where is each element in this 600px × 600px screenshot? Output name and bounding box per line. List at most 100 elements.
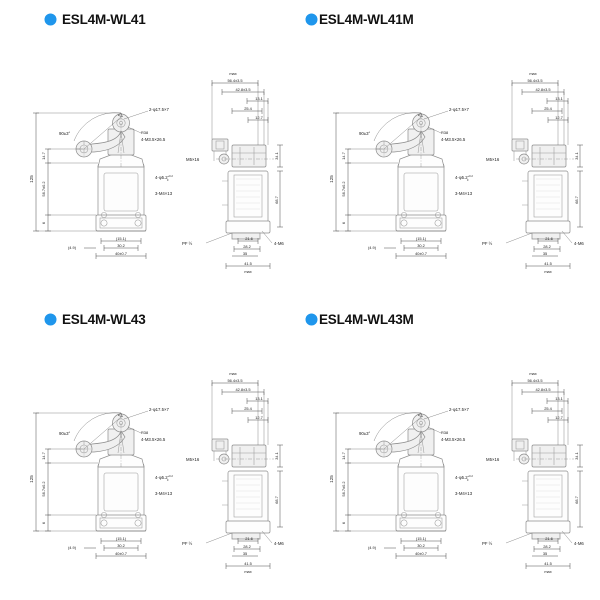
side-view-dimensions: max 56.4±3.5 42.8±3.5 13.1 25.4 12.7 xyxy=(486,71,583,168)
section-hatch xyxy=(236,478,260,510)
dim-width: 40±0.7 xyxy=(115,551,127,556)
dim-hole-pitch: 30.2 xyxy=(117,243,125,248)
dim-base-inner: (15.1) xyxy=(116,536,127,541)
bullet-icon xyxy=(45,14,56,25)
dim-mount-height: 58.7±0.2 xyxy=(41,181,46,196)
dim-conduit-2: 28.2 xyxy=(543,544,551,549)
callout-conduit: PF ½ xyxy=(482,241,493,246)
dim-mount-height: 58.7±0.2 xyxy=(341,181,346,196)
dim-conduit-2: 28.2 xyxy=(543,244,551,249)
dim-hole-pitch: 30.2 xyxy=(117,543,125,548)
dim-conduit-1: 21.6 xyxy=(545,536,553,541)
dim-overall-height: 125 xyxy=(29,175,34,183)
side-view-bottom-dimensions: 68.7 PF ½ 21.6 28.2 35 41.5 max 4-M6 xyxy=(182,470,284,574)
dim-mount-height: 58.7±0.2 xyxy=(341,481,346,496)
callout-base-screws: 4-M6 xyxy=(574,241,584,246)
page-title: ESL4M-WL41 xyxy=(62,12,146,27)
dim-conduit-3: 35 xyxy=(543,251,547,256)
front-view: 90±3° xyxy=(359,112,447,232)
dim-lever-max: 56.4±3.5 xyxy=(527,78,542,83)
side-view-bottom-dimensions: 68.7 PF ½ 21.6 28.2 35 41.5 max 4-M6 xyxy=(482,470,584,574)
dim-lever-mid: 42.8±3.5 xyxy=(535,387,550,392)
callout-radius: R38 xyxy=(141,430,148,435)
dim-base-inner: (15.1) xyxy=(416,536,427,541)
dim-base-width: 41.5 xyxy=(544,261,552,266)
label-max-bottom: max xyxy=(544,269,551,274)
dim-left-offset: (4.9) xyxy=(368,245,377,250)
side-view-lower xyxy=(222,170,271,240)
dim-base-width: 41.5 xyxy=(544,561,552,566)
product-panel-wl41: ESL4M-WL41 xyxy=(0,0,300,300)
front-view: 90±3° xyxy=(359,412,447,532)
dim-conduit-2: 28.2 xyxy=(243,544,251,549)
dim-d1: 13.1 xyxy=(555,96,563,101)
section-hatch xyxy=(536,178,560,210)
page-title: ESL4M-WL43M xyxy=(319,312,414,327)
callout-cover-screws: 3-M4×13 xyxy=(455,191,473,196)
dim-lever-height: 14.7 xyxy=(341,152,346,160)
angle-label: 90±3° xyxy=(359,131,371,136)
dim-base-height: 6 xyxy=(341,522,346,524)
callout-conduit: PF ½ xyxy=(182,541,193,546)
dim-lever-height: 14.7 xyxy=(341,452,346,460)
dim-lever-mid: 42.8±3.5 xyxy=(235,87,250,92)
callout-roller-holes: 2-φ17.5×7 xyxy=(449,107,469,112)
angle-label: 90±3° xyxy=(59,431,71,436)
label-max-top: max xyxy=(229,371,236,376)
dimension-drawing: 90±3° 125 14.7 58.7±0.2 6 xyxy=(0,55,300,295)
side-view-lower xyxy=(522,470,571,540)
side-view-upper xyxy=(211,438,274,468)
drawing-svg: 90±3° 125 14.7 58.7±0.2 6 xyxy=(29,71,284,274)
label-max-top: max xyxy=(529,371,536,376)
callout-radius: R38 xyxy=(141,130,148,135)
dimension-drawing: 90±3° 125 14.7 58.7±0.2 6 xyxy=(300,355,600,595)
dim-head-height: 34.1 xyxy=(274,452,279,460)
dim-d3: 12.7 xyxy=(255,415,263,420)
dim-base-width: 41.5 xyxy=(244,561,252,566)
side-view-upper xyxy=(511,438,574,468)
side-view-bottom-dimensions: 68.7 PF ½ 21.6 28.2 35 41.5 max 4-M6 xyxy=(182,170,284,274)
dim-conduit-3: 35 xyxy=(543,551,547,556)
front-view-dimensions: 125 14.7 58.7±0.2 6 (15.1) xyxy=(329,412,447,559)
dim-d1: 13.1 xyxy=(255,96,263,101)
callout-lever-screws: 4-M3.5×26.5 xyxy=(441,137,466,142)
dim-conduit-3: 35 xyxy=(243,551,247,556)
dim-lever-max: 56.4±3.5 xyxy=(227,78,242,83)
section-hatch xyxy=(236,178,260,210)
section-hatch xyxy=(536,478,560,510)
angle-label: 90±3° xyxy=(359,431,371,436)
dim-head-height: 34.1 xyxy=(274,152,279,160)
dim-body-depth: 68.7 xyxy=(274,196,279,204)
product-panel-wl43: ESL4M-WL43 xyxy=(0,300,300,600)
dim-lever-height: 14.7 xyxy=(41,452,46,460)
page-title: ESL4M-WL41M xyxy=(319,12,414,27)
callout-shaft-screw: M5×16 xyxy=(186,157,200,162)
dim-d1: 13.1 xyxy=(555,396,563,401)
callout-roller-holes: 2-φ17.5×7 xyxy=(449,407,469,412)
dim-overall-height: 125 xyxy=(329,475,334,483)
label-max-bottom: max xyxy=(544,569,551,574)
panel-title-row: ESL4M-WL43M xyxy=(306,312,414,327)
dim-base-inner: (15.1) xyxy=(116,236,127,241)
dim-left-offset: (4.9) xyxy=(68,545,77,550)
drawing-svg: 90±3° 125 14.7 58.7±0.2 6 xyxy=(329,371,584,574)
side-view-dimensions: max 56.4±3.5 42.8±3.5 13.1 25.4 12.7 xyxy=(486,371,583,468)
label-max-bottom: max xyxy=(244,269,251,274)
callout-roller-holes: 2-φ17.5×7 xyxy=(149,407,169,412)
callout-cover-screws: 3-M4×13 xyxy=(455,491,473,496)
dim-conduit-1: 21.6 xyxy=(545,236,553,241)
dim-lever-mid: 42.8±3.5 xyxy=(535,87,550,92)
bullet-icon xyxy=(306,314,317,325)
dim-hole-pitch: 30.2 xyxy=(417,543,425,548)
callout-lever-screws: 4-M3.5×26.5 xyxy=(441,437,466,442)
bullet-icon xyxy=(45,314,56,325)
callout-base-screws: 4-M6 xyxy=(274,541,284,546)
drawing-svg: 90±3° 125 14.7 58.7±0.2 6 xyxy=(29,371,284,574)
dim-base-height: 6 xyxy=(341,222,346,224)
dim-width: 40±0.7 xyxy=(415,551,427,556)
callout-shaft-screw: M5×16 xyxy=(486,157,500,162)
callout-roller-holes: 2-φ17.5×7 xyxy=(149,107,169,112)
